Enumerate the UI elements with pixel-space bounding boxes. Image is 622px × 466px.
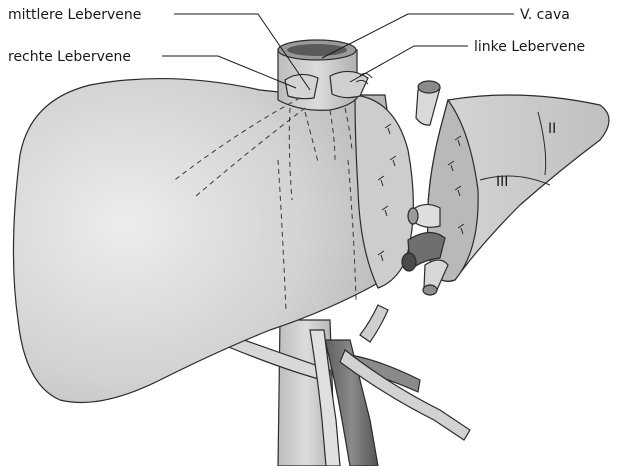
segment-ii-label: II [548, 121, 556, 137]
label-middle-hepatic-vein: mittlere Lebervene [8, 7, 141, 23]
label-vena-cava: V. cava [520, 7, 570, 23]
label-right-hepatic-vein: rechte Lebervene [8, 49, 131, 65]
segment-iii-label: III [496, 174, 508, 190]
left-liver-lobe [428, 95, 610, 281]
label-left-hepatic-vein: linke Lebervene [474, 39, 585, 55]
